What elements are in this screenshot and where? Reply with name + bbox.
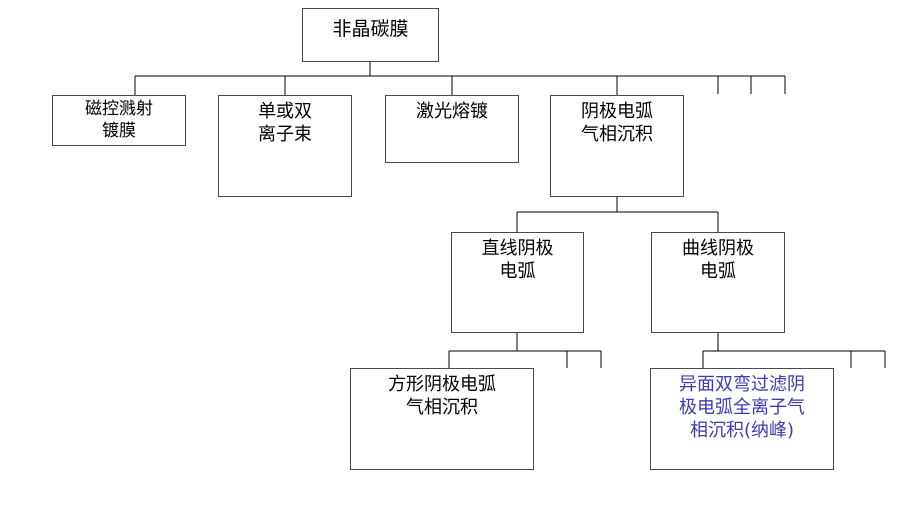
node-square-arc-deposition: 方形阴极电弧 气相沉积 [350, 368, 534, 470]
node-filtered-arc-deposition: 异面双弯过滤阴 极电弧全离子气 相沉积(纳峰) [650, 368, 834, 470]
node-ion-beam: 单或双 离子束 [218, 95, 352, 197]
node-cathodic-arc: 阴极电弧 气相沉积 [550, 95, 684, 197]
node-root: 非晶碳膜 [302, 8, 439, 62]
node-laser-ablation: 激光熔镀 [385, 95, 519, 163]
node-curved-arc: 曲线阴极 电弧 [651, 232, 785, 333]
node-magnetron-sputtering: 磁控溅射 镀膜 [52, 95, 186, 146]
node-straight-arc: 直线阴极 电弧 [451, 232, 584, 333]
